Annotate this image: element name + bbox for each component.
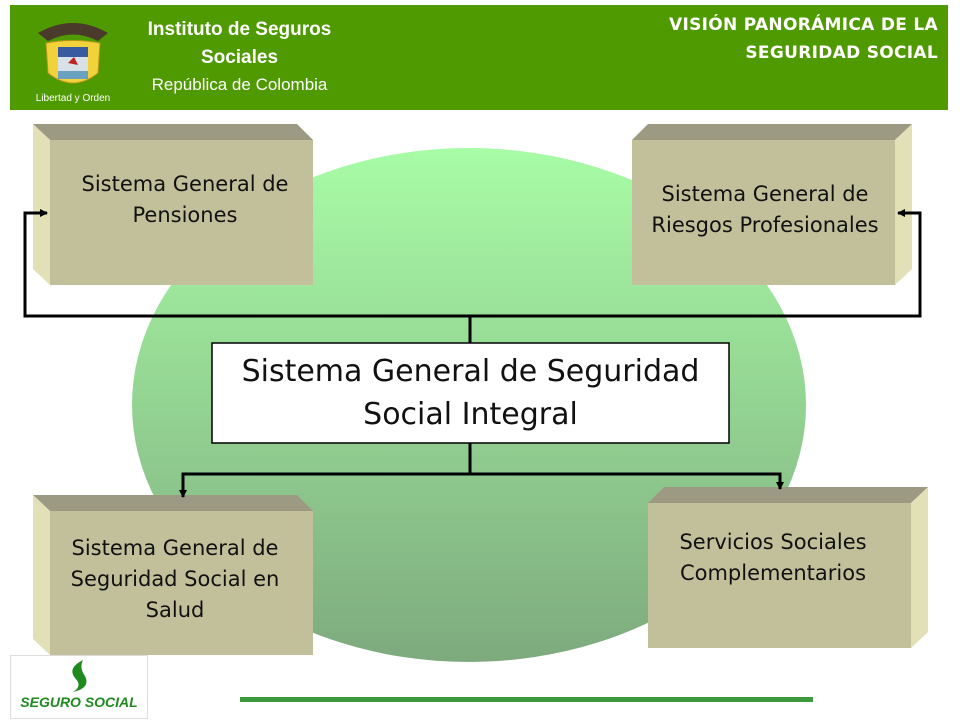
center-box-label: Sistema General de Seguridad Social Inte… <box>241 354 700 432</box>
box-salud-label: Sistema General de Seguridad Social en S… <box>70 536 280 622</box>
slide-title-line1: VISIÓN PANORÁMICA DE LA <box>669 15 938 35</box>
box-servicios-label: Servicios Sociales Complementarios <box>679 529 867 585</box>
center-box <box>211 342 730 444</box>
coat-motto: Libertad y Orden <box>36 93 111 104</box>
box-salud-shape <box>33 495 313 655</box>
seguro-s-icon <box>72 660 87 692</box>
seguro-social-logo: SEGURO SOCIAL <box>10 655 148 719</box>
box-riesgos-shape <box>632 124 912 285</box>
coat-of-arms-logo: Libertad y Orden <box>36 23 111 104</box>
footer-divider-line <box>240 697 813 702</box>
header-bar: Libertad y Orden Instituto de Seguros So… <box>10 5 948 110</box>
institute-country: República de Colombia <box>151 75 328 94</box>
institute-name-line1: Instituto de Seguros <box>147 19 332 40</box>
slide-title-line2: SEGURIDAD SOCIAL <box>745 43 938 63</box>
box-servicios-shape <box>648 487 928 648</box>
box-riesgos-label: Sistema General de Riesgos Profesionales <box>651 182 879 237</box>
box-pensiones-label: Sistema General de Pensiones <box>81 172 289 227</box>
box-pensiones-shape <box>33 124 313 285</box>
connector-lines <box>23 209 922 498</box>
seguro-social-logo-text: SEGURO SOCIAL <box>20 694 138 710</box>
institute-name-line2: Sociales <box>200 47 279 68</box>
